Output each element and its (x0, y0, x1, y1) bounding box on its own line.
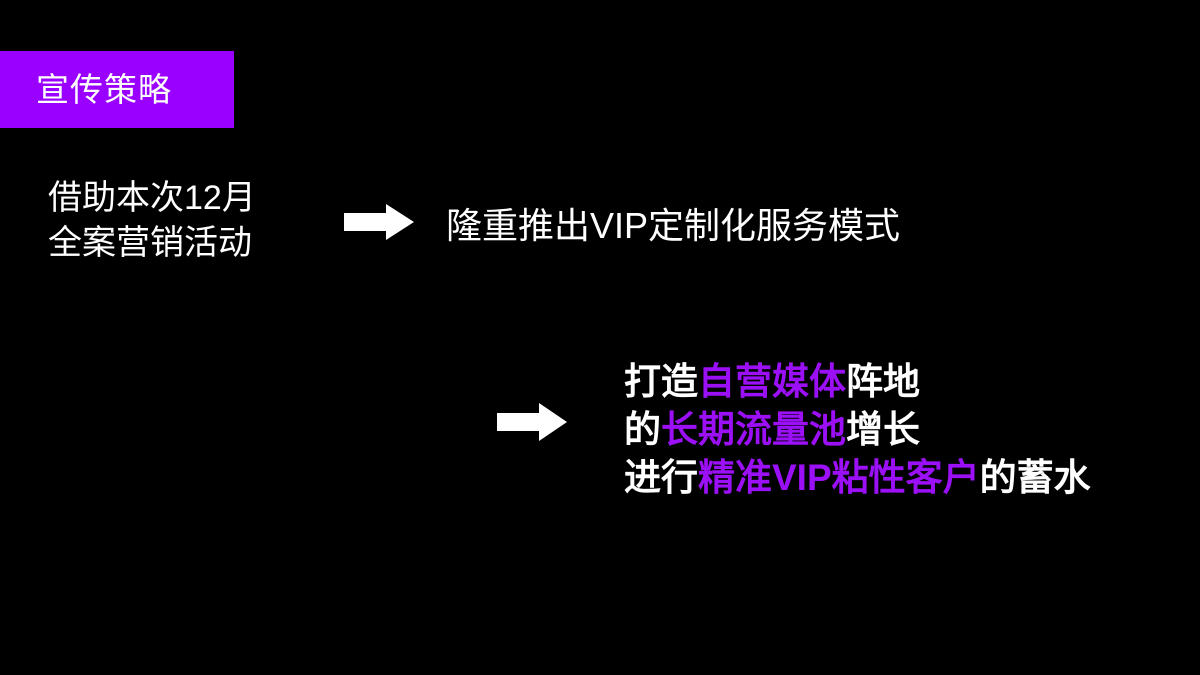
goal-line-2-highlight: 长期流量池 (661, 409, 846, 450)
goal-line-1-part-3: 阵地 (846, 361, 920, 402)
goal-statement: 打造自营媒体阵地 的长期流量池增长 进行精准VIP粘性客户的蓄水 (624, 358, 1091, 502)
goal-line-2-part-3: 增长 (846, 409, 920, 450)
goal-line-2-part-1: 的 (624, 409, 661, 450)
source-phrase-line-2: 全案营销活动 (48, 224, 252, 262)
title-banner: 宣传策略 (0, 51, 234, 128)
result-phrase: 隆重推出VIP定制化服务模式 (446, 205, 901, 246)
source-phrase-line-1: 借助本次12月 (48, 179, 256, 217)
goal-line-3-part-1: 进行 (624, 457, 698, 498)
goal-statement-line-2: 的长期流量池增长 (624, 406, 1091, 454)
arrow-right-icon (344, 204, 414, 240)
goal-statement-line-3: 进行精准VIP粘性客户的蓄水 (624, 454, 1091, 502)
goal-statement-line-1: 打造自营媒体阵地 (624, 358, 1091, 406)
goal-line-1-part-1: 打造 (624, 361, 698, 402)
page-title: 宣传策略 (36, 71, 172, 108)
source-phrase: 借助本次12月 全案营销活动 (48, 176, 256, 266)
arrow-right-icon (497, 403, 567, 441)
goal-line-1-highlight: 自营媒体 (698, 361, 846, 402)
goal-line-3-highlight: 精准VIP粘性客户 (698, 457, 980, 498)
goal-line-3-part-3: 的蓄水 (979, 457, 1091, 498)
